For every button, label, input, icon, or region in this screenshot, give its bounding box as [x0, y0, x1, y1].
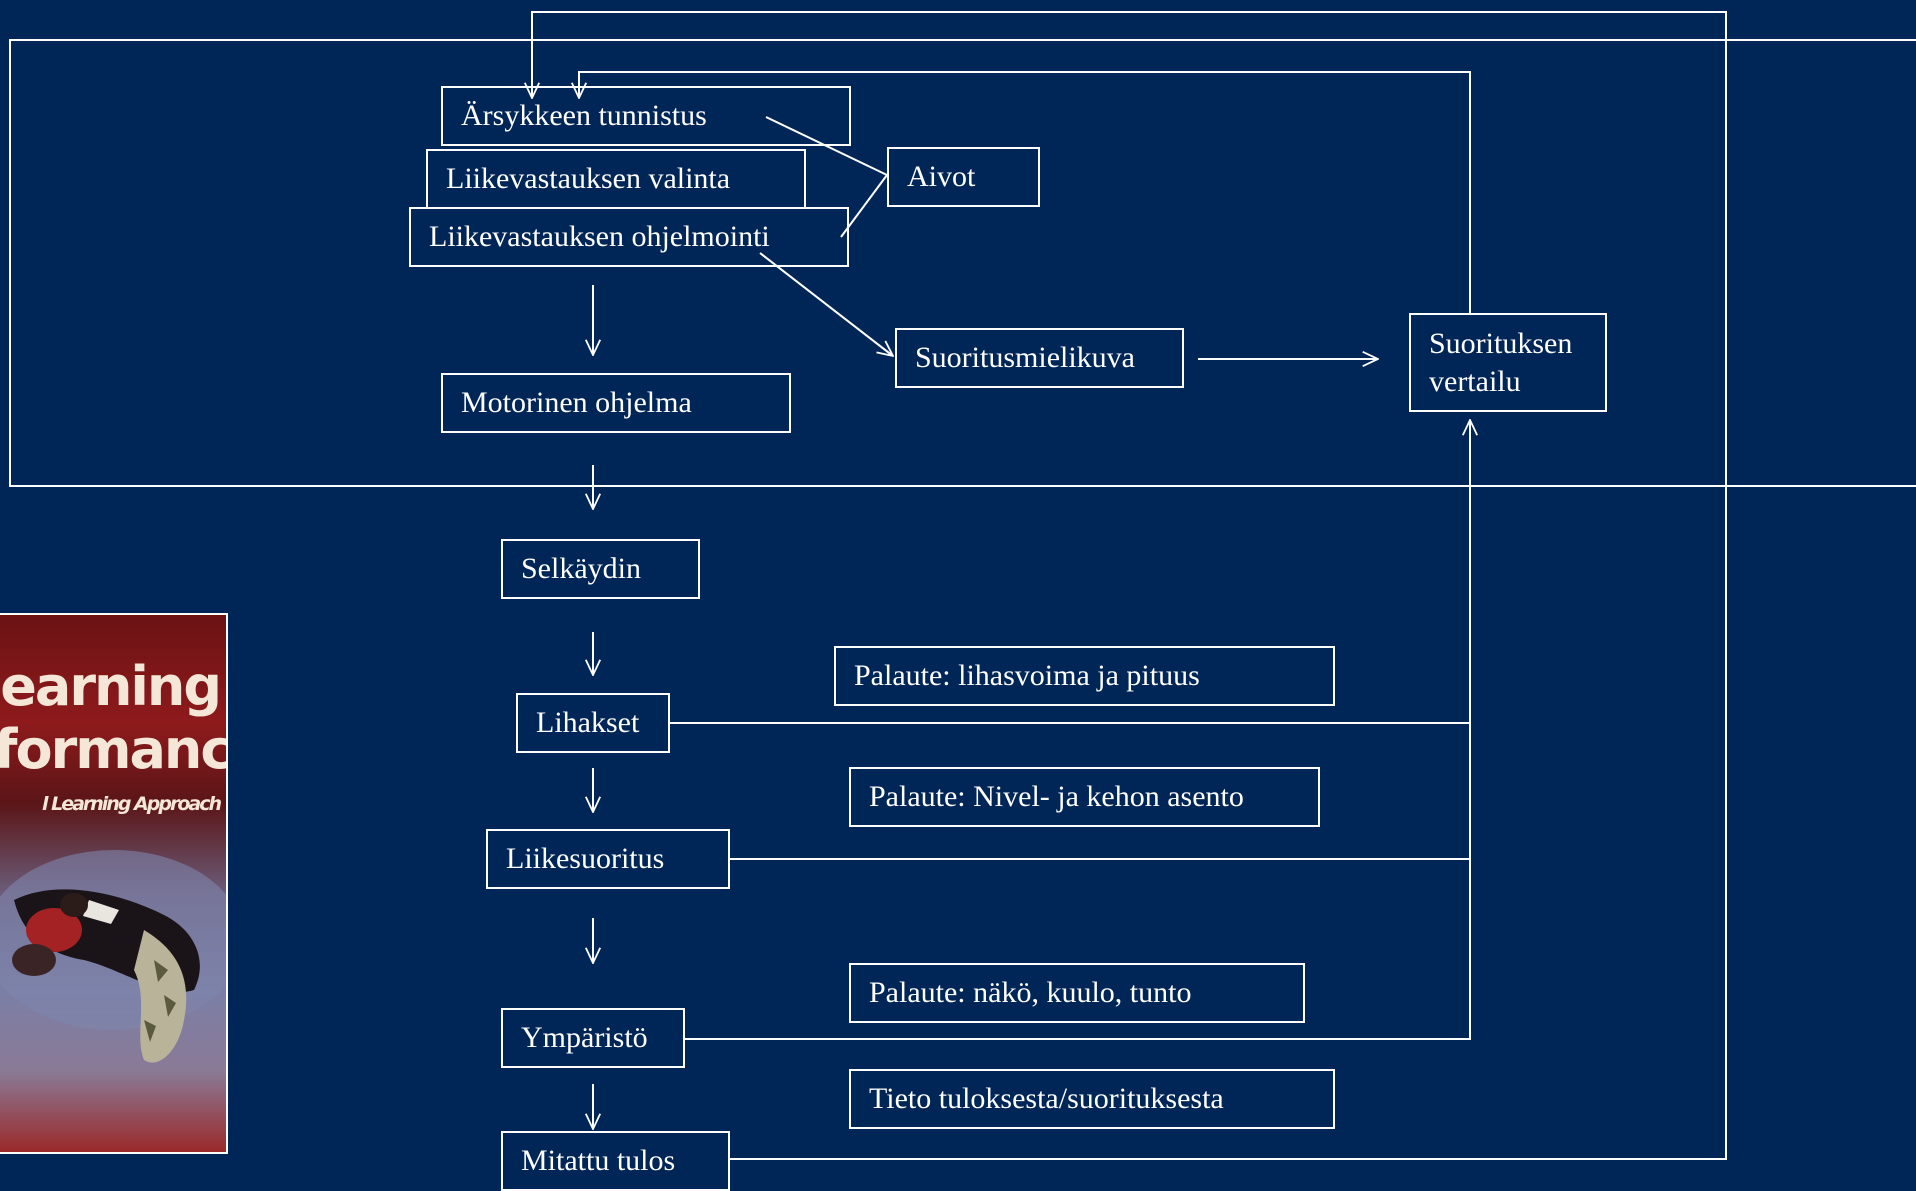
- measured-result-label: Mitattu tulos: [521, 1144, 676, 1177]
- feedback-senses-box: Palaute: näkö, kuulo, tunto: [849, 963, 1305, 1023]
- measured-result-box: Mitattu tulos: [501, 1131, 730, 1191]
- brain-connector-top: [765, 116, 888, 176]
- environment-box: Ympäristö: [501, 1008, 685, 1068]
- book-title-line-1: earning: [0, 655, 222, 718]
- spinal-cord-box: Selkäydin: [501, 539, 700, 599]
- stimulus-identification-box: Ärsykkeen tunnistus: [441, 86, 851, 146]
- athlete-illustration: [0, 850, 226, 1063]
- motor-program-box: Motorinen ohjelma: [441, 373, 791, 433]
- response-selection-box: Liikevastauksen valinta: [426, 149, 806, 209]
- motor-program-label: Motorinen ohjelma: [461, 386, 692, 419]
- comparison-loop: [579, 71, 1471, 313]
- spinal-cord-label: Selkäydin: [521, 552, 641, 585]
- muscles-label: Lihakset: [536, 706, 640, 739]
- feedback-joint-label: Palaute: Nivel- ja kehon asento: [869, 780, 1244, 813]
- feedback-muscle-label: Palaute: lihasvoima ja pituus: [854, 659, 1200, 692]
- book-subtitle: l Learning Approach: [41, 793, 222, 815]
- performance-comparison-box: Suorituksen vertailu: [1409, 313, 1607, 412]
- performance-image-label: Suoritusmielikuva: [915, 341, 1135, 374]
- book-cover-image: earning formance l Learning Approach: [0, 613, 228, 1154]
- knowledge-of-result-box: Tieto tuloksesta/suorituksesta: [849, 1069, 1335, 1129]
- feedback-joint-box: Palaute: Nivel- ja kehon asento: [849, 767, 1320, 827]
- performance-image-box: Suoritusmielikuva: [895, 328, 1184, 388]
- brain-label: Aivot: [907, 160, 976, 193]
- response-programming-box: Liikevastauksen ohjelmointi: [409, 207, 849, 267]
- muscles-box: Lihakset: [516, 693, 670, 753]
- environment-label: Ympäristö: [521, 1021, 648, 1054]
- book-title-line-2: formance: [0, 718, 228, 781]
- outer-feedback-loop: [532, 11, 1727, 1160]
- brain-box: Aivot: [887, 147, 1040, 207]
- movement-performance-box: Liikesuoritus: [486, 829, 730, 889]
- response-programming-label: Liikevastauksen ohjelmointi: [429, 220, 770, 253]
- brain-region-frame: [9, 39, 1916, 487]
- response-selection-label: Liikevastauksen valinta: [446, 162, 731, 195]
- arrow-to-performance-image: [759, 252, 893, 356]
- feedback-line-environment: [684, 420, 1470, 1040]
- movement-performance-label: Liikesuoritus: [506, 842, 665, 875]
- stimulus-identification-label: Ärsykkeen tunnistus: [461, 99, 707, 132]
- feedback-muscle-box: Palaute: lihasvoima ja pituus: [834, 646, 1335, 706]
- feedback-senses-label: Palaute: näkö, kuulo, tunto: [869, 976, 1192, 1009]
- performance-comparison-label: Suorituksen vertailu: [1429, 326, 1573, 398]
- knowledge-of-result-label: Tieto tuloksesta/suorituksesta: [869, 1082, 1224, 1115]
